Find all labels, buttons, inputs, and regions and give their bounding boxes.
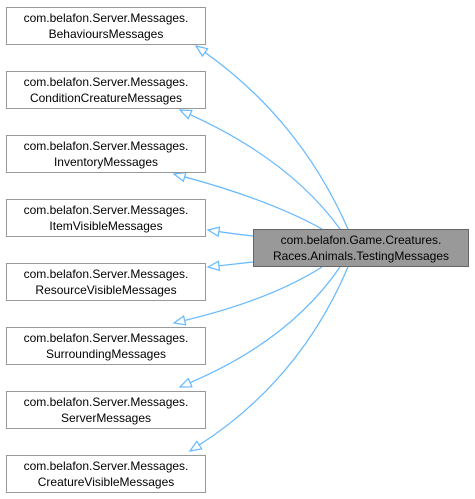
class-node-line1: com.belafon.Server.Messages. bbox=[23, 11, 189, 25]
inheritance-arrowhead-behaviours bbox=[194, 45, 209, 58]
class-node-line2: CreatureVisibleMessages bbox=[37, 475, 175, 489]
class-node-line2: SurroundingMessages bbox=[45, 347, 167, 361]
class-node-line2: ResourceVisibleMessages bbox=[35, 283, 177, 297]
class-node-line2: ServerMessages bbox=[60, 411, 152, 425]
class-node-line2: BehavioursMessages bbox=[48, 27, 164, 41]
class-node-line1: com.belafon.Game.Creatures. bbox=[280, 233, 442, 247]
class-node-line2: ConditionCreatureMessages bbox=[29, 91, 183, 105]
inheritance-arrowhead-resource-visible bbox=[206, 260, 221, 272]
class-node-item-visible-messages[interactable]: com.belafon.Server.Messages. ItemVisibleM… bbox=[6, 199, 206, 237]
class-node-line2: ItemVisibleMessages bbox=[49, 219, 163, 233]
inheritance-arrowhead-surrounding bbox=[172, 315, 187, 326]
inheritance-arrowhead-server bbox=[178, 377, 193, 388]
inheritance-arrowhead-inventory bbox=[172, 171, 187, 183]
class-node-inventory-messages[interactable]: com.belafon.Server.Messages. InventoryMes… bbox=[6, 135, 206, 173]
class-node-line1: com.belafon.Server.Messages. bbox=[23, 331, 189, 345]
inheritance-edge-surrounding bbox=[184, 266, 323, 322]
class-node-line2: Races.Animals.TestingMessages bbox=[272, 249, 450, 263]
inheritance-edge-creature-visible bbox=[198, 266, 349, 446]
inheritance-edge-behaviours bbox=[204, 51, 349, 230]
inheritance-arrowhead-condition-creature bbox=[178, 109, 193, 120]
class-node-condition-creature-messages[interactable]: com.belafon.Server.Messages. ConditionCre… bbox=[6, 71, 206, 109]
class-node-line1: com.belafon.Server.Messages. bbox=[23, 267, 189, 281]
class-node-surrounding-messages[interactable]: com.belafon.Server.Messages. SurroundingM… bbox=[6, 327, 206, 365]
inheritance-edge-condition-creature bbox=[189, 114, 341, 230]
class-node-line1: com.belafon.Server.Messages. bbox=[23, 75, 189, 89]
class-node-line2: InventoryMessages bbox=[53, 155, 159, 169]
class-node-resource-visible-messages[interactable]: com.belafon.Server.Messages. ResourceVisi… bbox=[6, 263, 206, 301]
class-node-line1: com.belafon.Server.Messages. bbox=[23, 203, 189, 217]
inheritance-arrowhead-item-visible bbox=[206, 226, 221, 238]
inheritance-edge-inventory bbox=[184, 176, 323, 230]
class-node-line1: com.belafon.Server.Messages. bbox=[23, 139, 189, 153]
class-node-creature-visible-messages[interactable]: com.belafon.Server.Messages. CreatureVisi… bbox=[6, 455, 206, 493]
class-node-server-messages[interactable]: com.belafon.Server.Messages. ServerMessag… bbox=[6, 391, 206, 429]
inheritance-edge-item-visible bbox=[218, 231, 254, 237]
class-node-line1: com.belafon.Server.Messages. bbox=[23, 459, 189, 473]
class-node-behaviours-messages[interactable]: com.belafon.Server.Messages. BehavioursMe… bbox=[6, 7, 206, 45]
class-node-testing-messages[interactable]: com.belafon.Game.Creatures. Races.Animal… bbox=[253, 229, 469, 267]
inheritance-edge-server bbox=[189, 266, 341, 384]
inheritance-arrowhead-creature-visible bbox=[188, 440, 203, 452]
inheritance-edge-resource-visible bbox=[218, 261, 254, 267]
class-node-line1: com.belafon.Server.Messages. bbox=[23, 395, 189, 409]
